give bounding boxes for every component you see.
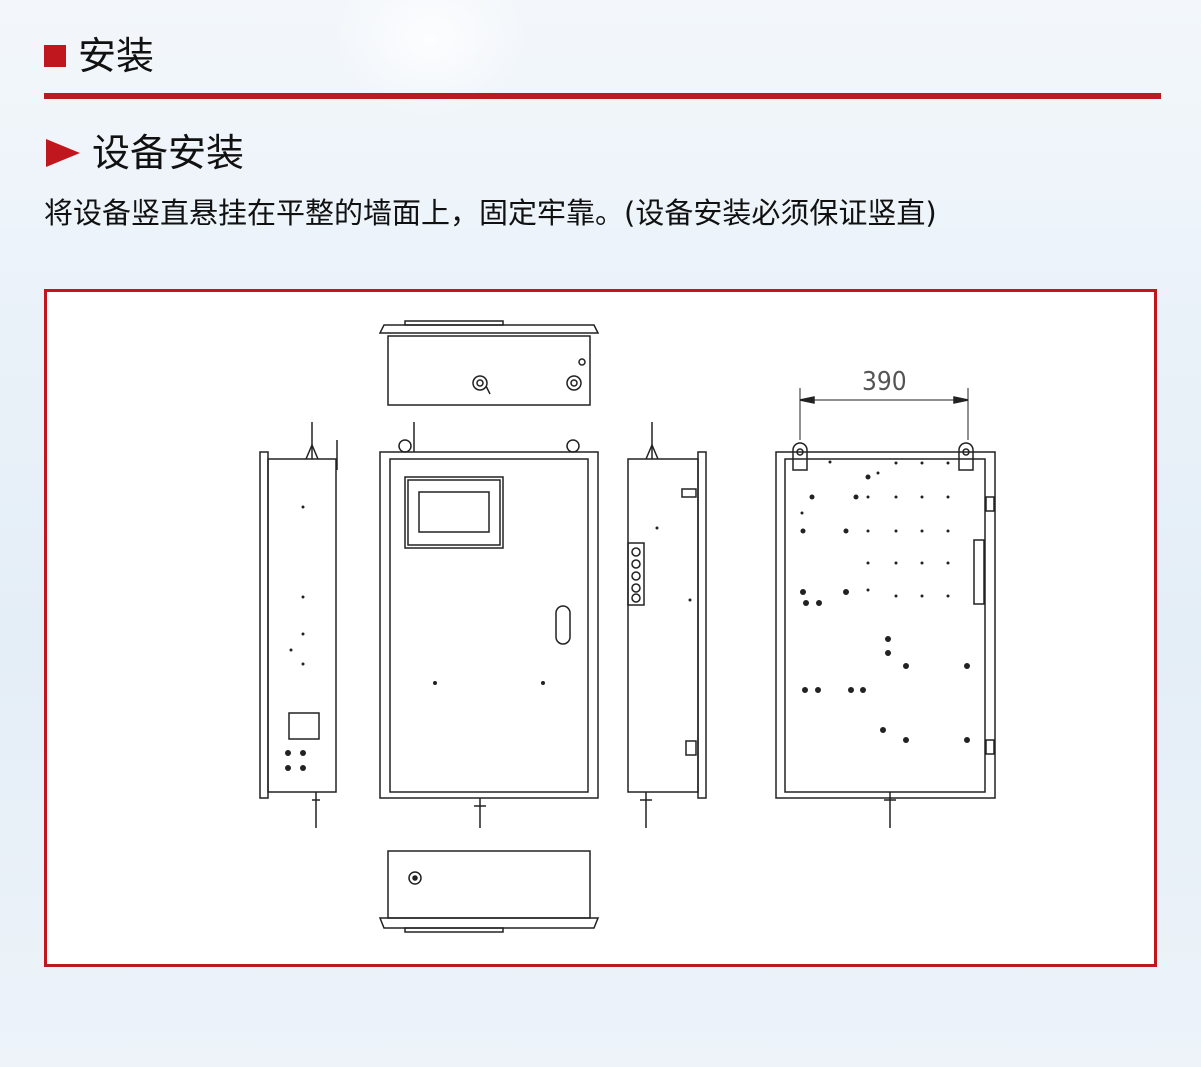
mounting-hole — [946, 561, 950, 565]
mounting-hole — [802, 687, 808, 693]
mounting-hole — [843, 528, 849, 534]
mounting-hole — [920, 529, 924, 533]
mounting-hole — [946, 594, 950, 598]
mounting-hole — [800, 589, 806, 595]
mounting-hole — [894, 529, 898, 533]
mounting-hole — [843, 589, 849, 595]
back-view — [775, 388, 996, 828]
mounting-hole — [800, 511, 804, 515]
bottom-view — [378, 850, 600, 933]
top-view — [378, 320, 600, 406]
front-view — [379, 422, 599, 828]
mounting-hole — [865, 474, 871, 480]
mounting-hole — [866, 561, 870, 565]
mounting-hole — [815, 687, 821, 693]
mounting-hole — [903, 737, 909, 743]
mounting-hole — [920, 495, 924, 499]
mounting-hole — [903, 663, 909, 669]
section-marker-icon — [44, 45, 66, 67]
mounting-hole — [800, 528, 806, 534]
right-side-view — [627, 422, 707, 828]
arrow-right-icon — [46, 139, 80, 167]
mounting-hole — [880, 727, 886, 733]
mounting-hole — [946, 461, 950, 465]
mounting-hole — [894, 461, 898, 465]
mounting-hole — [964, 737, 970, 743]
mounting-hole — [866, 588, 870, 592]
mounting-hole — [946, 529, 950, 533]
mounting-hole — [876, 471, 880, 475]
subsection-title: 设备安装 — [92, 131, 245, 175]
mounting-hole — [860, 687, 866, 693]
mounting-hole — [803, 600, 809, 606]
mounting-hole — [816, 600, 822, 606]
left-side-view — [259, 422, 338, 828]
mounting-hole — [828, 460, 832, 464]
mounting-hole — [946, 495, 950, 499]
mounting-hole — [809, 494, 815, 500]
mounting-hole — [964, 663, 970, 669]
mounting-hole — [920, 561, 924, 565]
side-holes — [285, 505, 692, 771]
mounting-hole — [894, 561, 898, 565]
mounting-hole — [848, 687, 854, 693]
section-title: 安装 — [78, 34, 155, 78]
dimension-label: 390 — [862, 367, 907, 397]
mounting-hole — [866, 529, 870, 533]
mounting-hole — [920, 461, 924, 465]
drawing-frame — [44, 289, 1157, 967]
mounting-hole — [894, 495, 898, 499]
mounting-hole — [920, 594, 924, 598]
mounting-hole — [894, 594, 898, 598]
mounting-hole — [866, 495, 870, 499]
mounting-hole — [885, 636, 891, 642]
mounting-hole — [885, 650, 891, 656]
mounting-hole — [853, 494, 859, 500]
installation-description: 将设备竖直悬挂在平整的墙面上，固定牢靠。(设备安装必须保证竖直) — [44, 196, 937, 230]
section-divider — [44, 93, 1161, 99]
